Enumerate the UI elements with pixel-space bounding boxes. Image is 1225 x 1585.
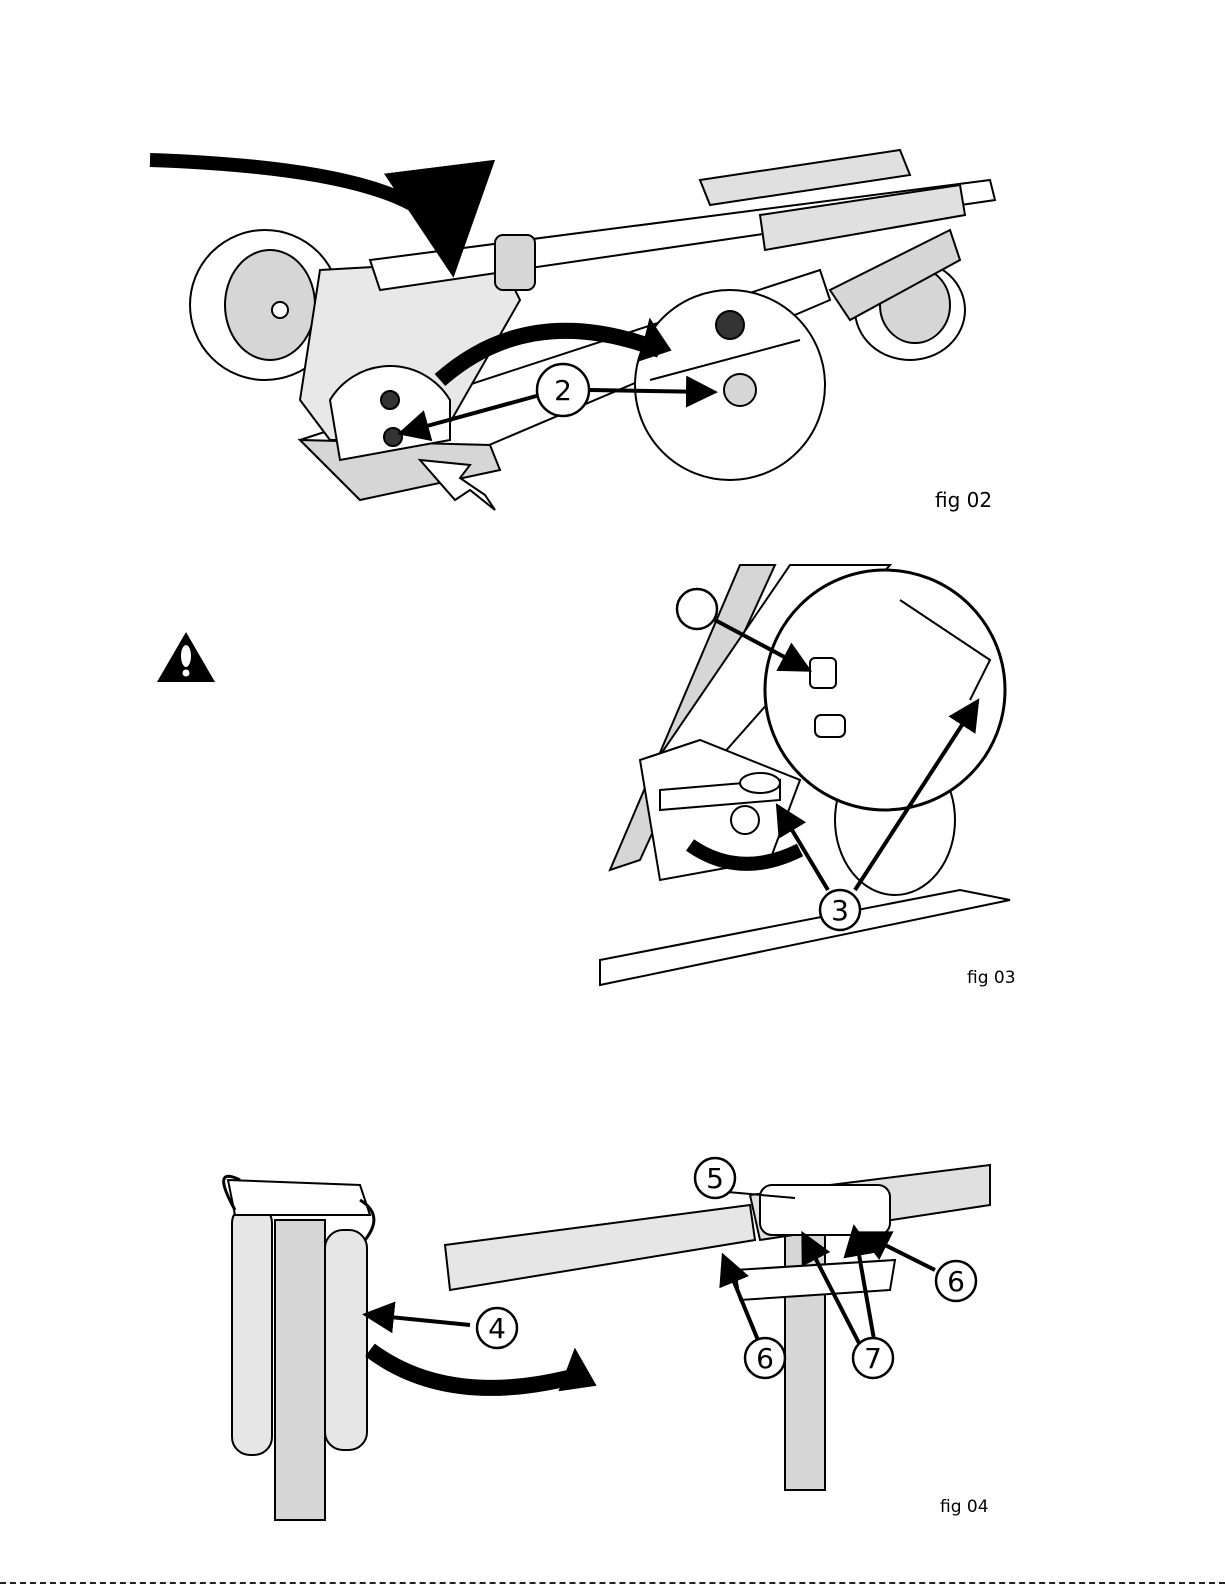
fig04-callout-6-right: 6 <box>934 1259 978 1303</box>
page-cut-line <box>0 1582 1225 1584</box>
fig02-scooter-illustration <box>149 148 997 511</box>
svg-text:4: 4 <box>488 1312 506 1345</box>
svg-text:6: 6 <box>756 1342 774 1375</box>
fig04-label: fig 04 <box>940 1497 989 1517</box>
svg-text:5: 5 <box>706 1162 724 1195</box>
svg-text:7: 7 <box>864 1342 882 1375</box>
warning-triangle-icon <box>157 632 215 682</box>
fig03-callout-empty <box>675 587 719 631</box>
fig02-callout-2: 2 <box>535 362 591 418</box>
svg-text:3: 3 <box>831 894 849 927</box>
fig03-folding-mechanism-illustration <box>599 564 1011 987</box>
fig04-callout-6-left: 6 <box>743 1336 787 1380</box>
fig04-handlebar-illustration <box>222 1163 991 1521</box>
fig04-callout-4: 4 <box>475 1306 519 1350</box>
fig03-callout-3: 3 <box>818 888 862 932</box>
svg-text:6: 6 <box>947 1265 965 1298</box>
fig04-callout-5: 5 <box>693 1156 737 1200</box>
fig03-label: fig 03 <box>967 968 1016 988</box>
fig04-callout-7: 7 <box>851 1336 895 1380</box>
svg-text:2: 2 <box>554 374 572 407</box>
fig02-label: fig 02 <box>935 488 993 512</box>
